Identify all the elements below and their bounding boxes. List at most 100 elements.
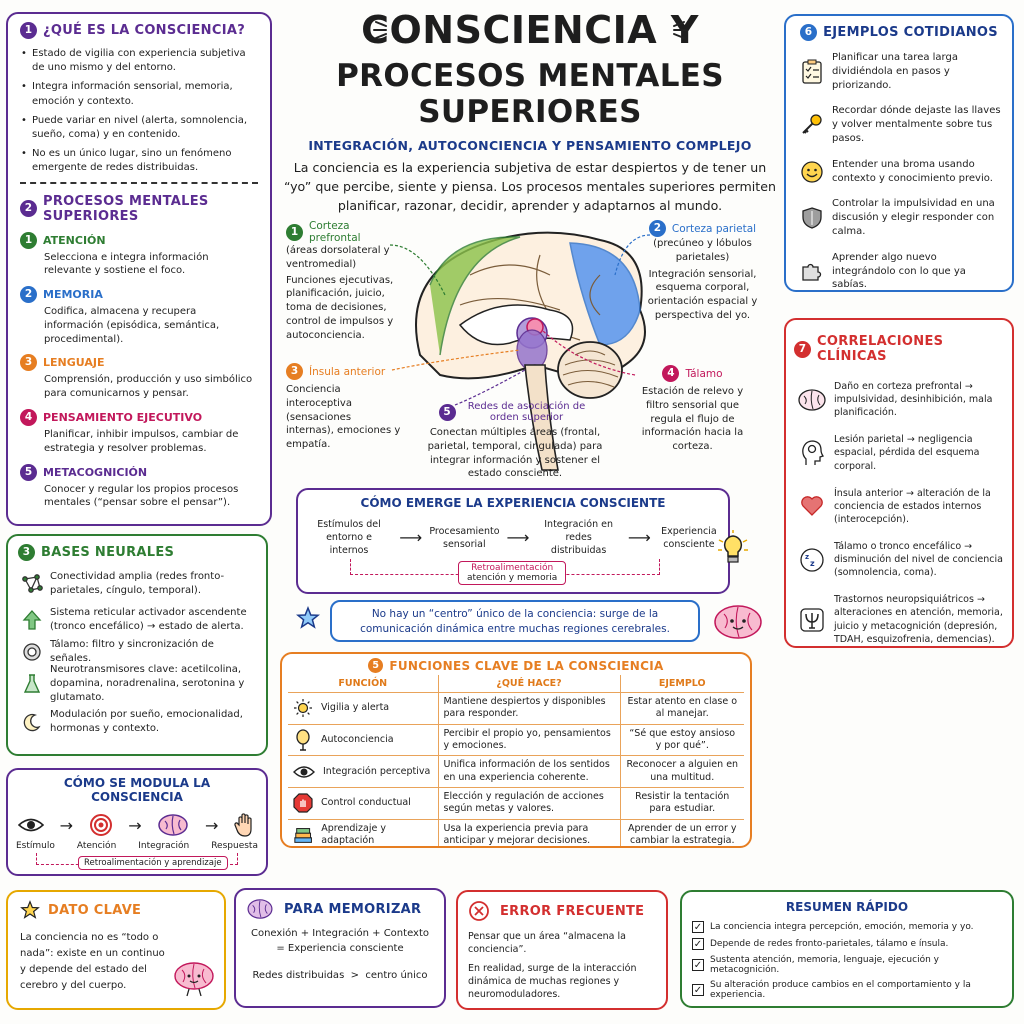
title-block: CONSCIENCIA Y PROCESOS MENTALES SUPERIOR… xyxy=(280,8,780,216)
arrow-right-icon: ⟶ xyxy=(627,528,651,548)
list-item: Sistema reticular activador ascendente (… xyxy=(18,605,256,635)
moon-icon xyxy=(18,712,46,732)
section-que-es-consciencia: 1 ¿QUÉ ES LA CONSCIENCIA? Estado de vigil… xyxy=(6,12,272,526)
section-title: CÓMO EMERGE LA EXPERIENCIA CONSCIENTE xyxy=(360,496,666,510)
hand-icon xyxy=(234,813,252,837)
list-item: Controlar la impulsividad en una discusi… xyxy=(796,197,1002,238)
intro-text: La conciencia es la experiencia subjetiv… xyxy=(284,160,776,213)
section-title: PROCESOS MENTALES SUPERIORES xyxy=(43,193,209,224)
heart-icon xyxy=(794,495,830,517)
arrow-right-icon: → xyxy=(59,815,74,835)
checkbox-icon: ✓ xyxy=(692,984,704,996)
list-item: ✓Su alteración produce cambios en el com… xyxy=(692,980,971,1000)
section-como-se-modula: CÓMO SE MODULA LA CONSCIENCIA → → → Estí… xyxy=(6,768,268,876)
eye-icon xyxy=(18,818,44,832)
checkbox-icon: ✓ xyxy=(692,959,704,971)
star-icon xyxy=(20,900,40,919)
section-title: EJEMPLOS COTIDIANOS xyxy=(823,25,998,40)
section-title: RESUMEN RÁPIDO xyxy=(785,900,909,914)
section-title: ¿QUÉ ES LA CONSCIENCIA? xyxy=(43,23,246,38)
section-title: FUNCIONES CLAVE DE LA CONSCIENCIA xyxy=(389,658,664,673)
network-icon xyxy=(18,573,46,595)
list-item: Daño en corteza prefrontal → impulsivida… xyxy=(794,380,1004,419)
sun-icon xyxy=(294,699,312,718)
emerge-flow: Estímulos del entorno e internos ⟶ Proce… xyxy=(317,519,717,557)
list-item: No es un único lugar, sino un fenómeno e… xyxy=(20,147,258,175)
section-resumen-rapido: RESUMEN RÁPIDO ✓La conciencia integra pe… xyxy=(680,890,1014,1008)
psi-icon xyxy=(794,607,830,633)
feedback-box: Retroalimentación atención y memoria xyxy=(458,561,567,586)
list-item: Planificar una tarea larga dividiéndola … xyxy=(796,51,1002,92)
svg-text:z: z xyxy=(810,559,815,568)
title-line1: CONSCIENCIA Y xyxy=(361,8,699,52)
brain-icon xyxy=(158,814,189,836)
list-item: Neurotransmisores clave: acetilcolina, d… xyxy=(18,664,256,703)
modula-labels: Estímulo Atención Integración Respuesta xyxy=(16,841,258,851)
happy-brain-icon xyxy=(174,962,214,997)
modula-flow: → → → xyxy=(16,812,258,838)
target-icon xyxy=(89,814,112,836)
sparkle-left-icon xyxy=(373,21,387,39)
list-item: Lesión parietal → negligencia espacial, … xyxy=(794,433,1004,472)
brain-illustration-icon xyxy=(415,231,646,471)
sparkle-right-icon xyxy=(673,21,687,39)
section-como-emerge: CÓMO EMERGE LA EXPERIENCIA CONSCIENTE Es… xyxy=(296,488,730,594)
list-item: Entender una broma usando contexto y con… xyxy=(796,158,1002,186)
close-circle-icon xyxy=(469,901,489,921)
section-dato-clave: DATO CLAVE La conciencia no es “todo o n… xyxy=(6,890,226,1010)
svg-text:z: z xyxy=(805,553,809,561)
section-title: PARA MEMORIZAR xyxy=(284,901,422,917)
section-number: 1 xyxy=(20,22,37,39)
table-row: Autoconciencia Percibir el propio yo, pe… xyxy=(288,724,744,757)
list-item: Modulación por sueño, emocionalidad, hor… xyxy=(18,707,256,737)
happy-brain-icon xyxy=(714,605,762,639)
definition-list: Estado de vigilia con experiencia subjet… xyxy=(20,47,258,176)
list-item: Recordar dónde dejaste las llaves y volv… xyxy=(796,104,1002,145)
brain-icon xyxy=(794,388,830,412)
arrow-right-icon: → xyxy=(128,815,142,835)
list-item: Ínsula anterior → alteración de la conci… xyxy=(794,487,1004,526)
arrow-right-icon: ⟶ xyxy=(506,528,530,548)
eye-icon xyxy=(293,766,315,778)
stop-hand-icon xyxy=(293,793,313,814)
arrow-right-icon: → xyxy=(204,815,219,835)
puzzle-icon xyxy=(796,259,828,283)
table-row: Integración perceptiva Unifica informaci… xyxy=(288,755,744,789)
flask-icon xyxy=(18,673,46,695)
arrow-right-icon: ⟶ xyxy=(399,528,423,548)
head-lesion-icon xyxy=(794,439,830,467)
section-title: DATO CLAVE xyxy=(48,902,142,918)
checklist-icon xyxy=(796,59,828,85)
table-row: Control conductual Elección y regulación… xyxy=(288,787,744,820)
list-item: Puede variar en nivel (alerta, somnolenc… xyxy=(20,114,258,142)
table-row: Vigilia y alerta Mantiene despiertos y d… xyxy=(288,692,744,725)
list-item: ✓Depende de redes fronto-parietales, tál… xyxy=(692,938,949,950)
list-item: Integra información sensorial, memoria, … xyxy=(20,80,258,108)
feedback-loop: Retroalimentación y aprendizaje xyxy=(16,853,258,874)
lightbulb-icon xyxy=(718,530,748,563)
section-para-memorizar: PARA MEMORIZAR Conexión + Integración + … xyxy=(234,888,446,1008)
title-line2: PROCESOS MENTALES SUPERIORES xyxy=(336,58,724,130)
target-circle-icon xyxy=(18,642,46,662)
list-item: Aprender algo nuevo integrándolo con lo … xyxy=(796,251,1002,290)
star-icon xyxy=(296,606,320,629)
table-header-row: FUNCIÓN ¿QUÉ HACE? EJEMPLO xyxy=(288,675,744,693)
feedback-label: Retroalimentación y aprendizaje xyxy=(78,856,228,870)
list-item: ✓Sustenta atención, memoria, lenguaje, e… xyxy=(692,955,939,975)
list-item: ✓La conciencia integra percepción, emoci… xyxy=(692,921,974,933)
section-number: 2 xyxy=(20,200,37,217)
smiley-icon xyxy=(796,160,828,184)
section-error-frecuente: ERROR FRECUENTE Pensar que un área “alma… xyxy=(456,890,668,1010)
